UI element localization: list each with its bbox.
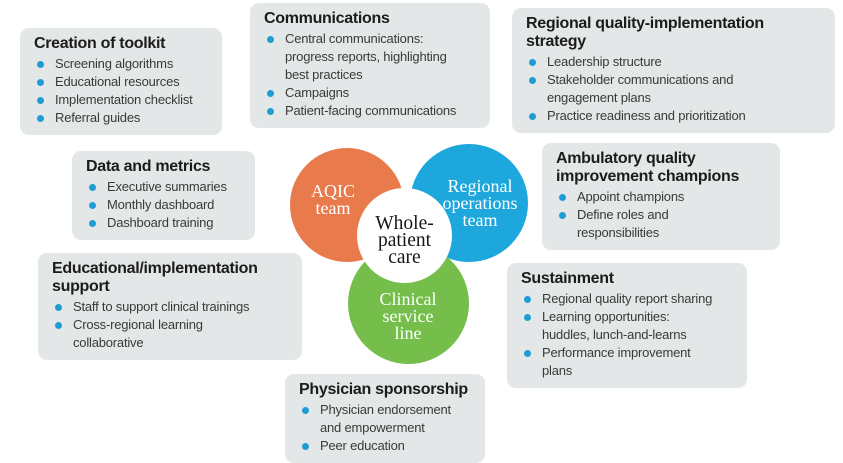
list-item: Stakeholder communications and engagemen… [526,71,827,107]
list-item-text: Implementation checklist [55,92,193,107]
list-item-text: Central communications: progress reports… [285,31,447,82]
list-item-text: Define roles and responsibilities [577,207,669,240]
list-item-text: Cross-regional learning collaborative [73,317,203,350]
bullet-dot-icon [302,406,309,414]
box-title: Physician sponsorship [299,381,468,398]
list-item: Executive summaries [86,178,247,196]
box-title: Creation of toolkit [34,35,166,52]
box-title: Ambulatory quality improvement champions [556,150,740,185]
bullet-dot-icon [559,193,566,201]
list-item-text: Dashboard training [107,215,214,230]
list-item: Central communications: progress reports… [264,30,482,84]
list-item: Physician endorsement and empowerment [299,401,477,437]
info-box-creation-of-toolkit: Creation of toolkit Screening algorithms… [20,28,222,135]
aqic-team-label: AQIC team [311,181,355,218]
bullet-dot-icon [37,60,44,68]
list-item-text: Peer education [320,438,405,453]
box-title: Sustainment [521,270,614,287]
list-item: Leadership structure [526,53,827,71]
list-item: Practice readiness and prioritization [526,107,827,125]
bullet-dot-icon [267,35,274,43]
list-item: Learning opportunities: huddles, lunch-a… [521,308,739,344]
list-item: Dashboard training [86,214,247,232]
box-title: Communications [264,10,390,27]
list-item: Performance improvement plans [521,344,739,380]
bullet-dot-icon [524,295,531,303]
list-item: Screening algorithms [34,55,214,73]
list-item-text: Referral guides [55,110,141,125]
bullet-dot-icon [529,58,536,66]
list-item-text: Staff to support clinical trainings [73,299,250,314]
info-box-physician-sponsorship: Physician sponsorship Physician endorsem… [285,374,485,463]
list-item-text: Executive summaries [107,179,227,194]
info-box-ambulatory-quality-improvement-champions: Ambulatory quality improvement champions… [542,143,780,250]
list-item-text: Monthly dashboard [107,197,215,212]
list-item-text: Learning opportunities: huddles, lunch-a… [542,309,687,342]
list-item-text: Appoint champions [577,189,685,204]
bullet-dot-icon [55,321,62,329]
bullet-dot-icon [89,219,96,227]
bullet-dot-icon [37,78,44,86]
list-item-text: Regional quality report sharing [542,291,713,306]
info-box-sustainment: Sustainment Regional quality report shar… [507,263,747,388]
bullet-dot-icon [524,349,531,357]
list-item-text: Stakeholder communications and engagemen… [547,72,734,105]
bullet-dot-icon [37,114,44,122]
box-title: Regional quality-implementation strategy [526,15,764,50]
list-item-text: Patient-facing communications [285,103,457,118]
list-item-text: Practice readiness and prioritization [547,108,746,123]
list-item: Peer education [299,437,477,455]
list-item: Monthly dashboard [86,196,247,214]
bullet-dot-icon [524,313,531,321]
info-box-regional-quality-implementation-strategy: Regional quality-implementation strategy… [512,8,835,133]
list-item-text: Performance improvement plans [542,345,691,378]
list-item-text: Physician endorsement and empowerment [320,402,451,435]
list-item: Staff to support clinical trainings [52,298,294,316]
box-title: Educational/implementation support [52,260,258,295]
list-item: Campaigns [264,84,482,102]
bullet-dot-icon [302,442,309,450]
list-item-text: Screening algorithms [55,56,174,71]
regional-operations-team-label: Regional operations team [442,175,518,230]
list-item: Referral guides [34,109,214,127]
bullet-dot-icon [89,183,96,191]
whole-patient-care-label: Whole- patient care [375,212,434,268]
list-item: Educational resources [34,73,214,91]
box-title: Data and metrics [86,158,211,175]
list-item-text: Leadership structure [547,54,662,69]
list-item-text: Campaigns [285,85,349,100]
bullet-dot-icon [37,96,44,104]
list-item: Define roles and responsibilities [556,206,772,242]
info-box-educational-implementation-support: Educational/implementation support Staff… [38,253,302,360]
bullet-dot-icon [529,112,536,120]
list-item: Appoint champions [556,188,772,206]
whole-patient-care-circle [357,188,452,283]
bullet-dot-icon [559,211,566,219]
list-item: Implementation checklist [34,91,214,109]
list-item: Regional quality report sharing [521,290,739,308]
list-item-text: Educational resources [55,74,180,89]
bullet-dot-icon [267,107,274,115]
bullet-dot-icon [55,303,62,311]
bullet-dot-icon [89,201,96,209]
list-item: Patient-facing communications [264,102,482,120]
bullet-dot-icon [267,89,274,97]
bullet-dot-icon [529,76,536,84]
list-item: Cross-regional learning collaborative [52,316,294,352]
info-box-communications: Communications Central communications: p… [250,3,490,128]
clinical-service-line-label: Clinical service line [379,288,437,343]
box-item-list: Central communications: progress reports… [264,30,482,120]
